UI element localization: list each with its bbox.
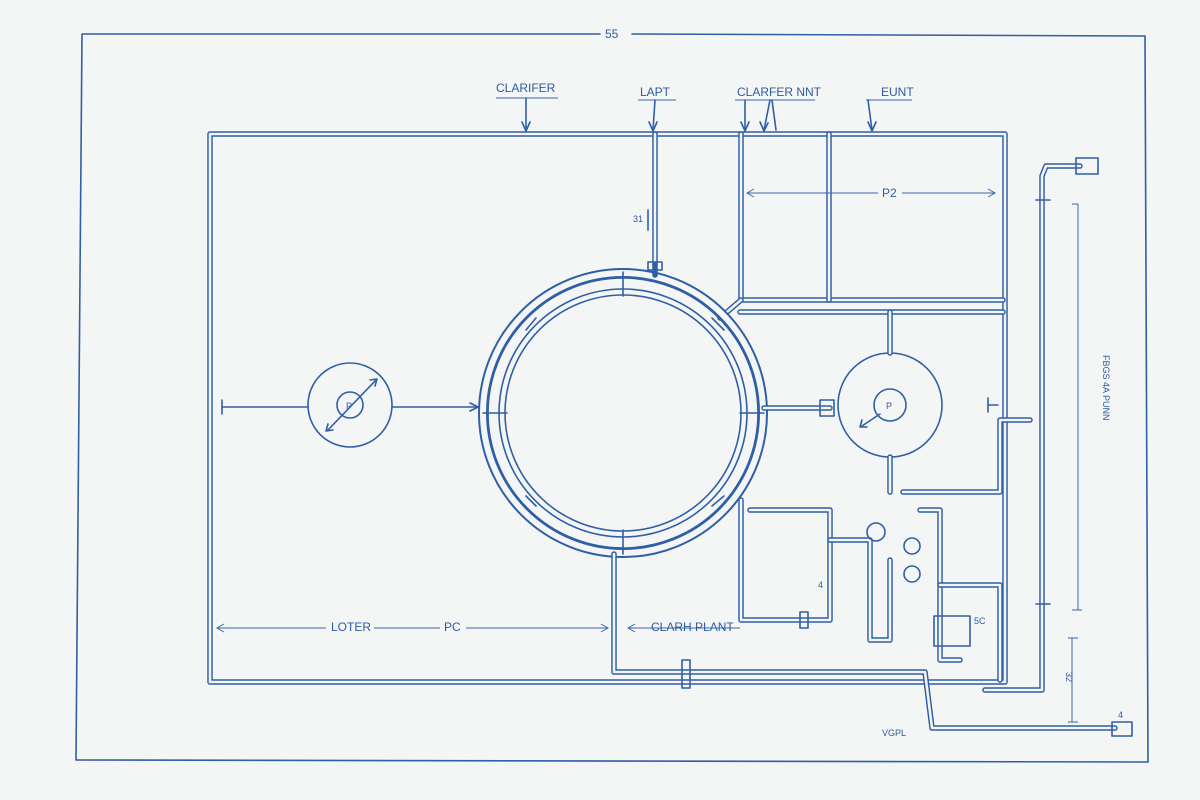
label-vgpl: VGPL	[882, 728, 906, 738]
sheet-number: 55	[605, 27, 619, 41]
label-clarh-plant: CLARH PLANT	[651, 620, 734, 634]
label-eunt: EUNT	[881, 85, 914, 99]
label-p2: P2	[882, 186, 897, 200]
left-tank: P	[221, 362, 479, 448]
label-32: 32	[1064, 672, 1074, 682]
pump-cluster: 5C 4	[738, 417, 1033, 683]
label-p-right: P	[886, 401, 892, 411]
label-4b: 4	[1118, 710, 1123, 720]
plant-outline	[207, 131, 1008, 685]
label-pc: PC	[444, 620, 461, 634]
lower-dimension: LOTER PC CLARH PLANT	[215, 620, 740, 634]
label-clarifier-unit: CLARFER NNT	[737, 85, 822, 99]
central-clarifier	[478, 261, 768, 558]
label-lapt: LAPT	[640, 85, 671, 99]
label-clarifier: CLARIFER	[496, 81, 556, 95]
label-pump: FBGS 4A PUNN	[1101, 355, 1111, 421]
right-tank: P	[837, 309, 999, 495]
label-5c: 5C	[974, 616, 986, 626]
top-callouts: CLARIFER LAPT CLARFER NNT EUNT	[496, 81, 914, 132]
label-loter: LOTER	[331, 620, 371, 634]
mid-connections	[761, 399, 835, 417]
label-31: 31	[633, 214, 643, 224]
label-4: 4	[818, 580, 823, 590]
upper-compartments: P2 31	[633, 131, 1006, 321]
outlet-piping	[611, 551, 1133, 737]
right-dimensions: FBGS 4A PUNN 32 4	[1064, 203, 1123, 723]
label-p-left: P	[346, 401, 352, 411]
right-riser	[982, 157, 1099, 693]
sheet-border	[75, 33, 1149, 763]
